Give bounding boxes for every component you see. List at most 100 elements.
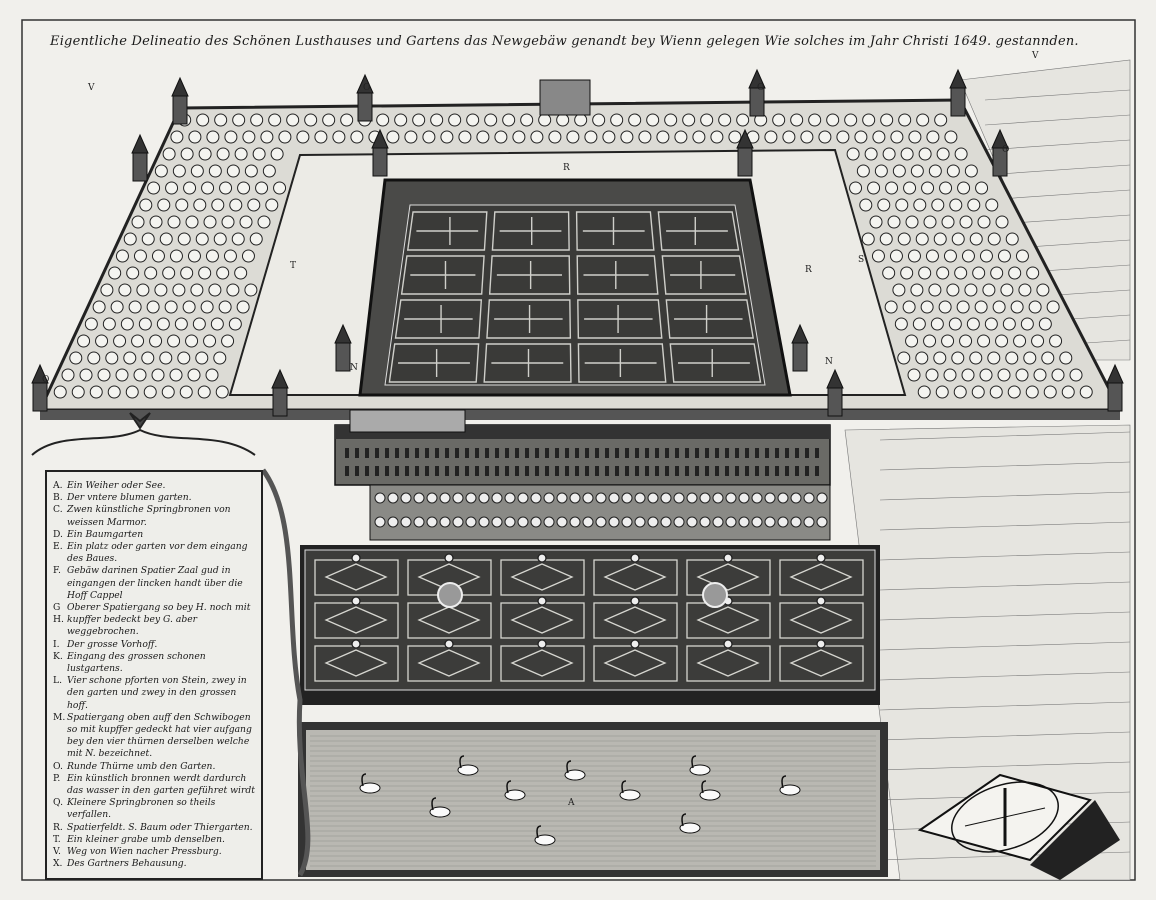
tree: [961, 368, 975, 382]
legend-key-letter: O.: [53, 760, 63, 772]
tree: [987, 232, 1001, 246]
tree: [413, 492, 425, 504]
tree: [255, 181, 269, 195]
tree: [925, 249, 939, 263]
tree: [1015, 368, 1029, 382]
legend-text: Ein Baumgarten: [67, 528, 144, 540]
tree: [234, 147, 248, 161]
tree: [162, 147, 176, 161]
map-letter: N: [825, 357, 833, 367]
tree: [910, 283, 924, 297]
tree: [1051, 368, 1065, 382]
tree: [156, 317, 170, 331]
tree: [923, 334, 937, 348]
tree: [803, 492, 815, 504]
tree: [628, 113, 642, 127]
legend-item: E.Ein platz oder garten vor dem eingang …: [53, 541, 257, 565]
tree: [188, 130, 202, 144]
tree: [213, 232, 227, 246]
tree: [180, 147, 194, 161]
tree: [92, 300, 106, 314]
tree: [1010, 300, 1024, 314]
tree: [682, 113, 696, 127]
tree: [941, 215, 955, 229]
tree: [210, 317, 224, 331]
tree: [964, 164, 978, 178]
tree: [634, 516, 646, 528]
tree: [987, 351, 1001, 365]
swan: [504, 789, 526, 801]
tree: [203, 215, 217, 229]
tree: [864, 147, 878, 161]
tree: [484, 113, 498, 127]
tree: [656, 130, 670, 144]
tree: [180, 266, 194, 280]
tree: [985, 198, 999, 212]
tree: [426, 516, 438, 528]
tree: [1049, 334, 1063, 348]
tree: [195, 351, 209, 365]
tree: [900, 147, 914, 161]
tree: [144, 266, 158, 280]
tree: [100, 283, 114, 297]
legend-key: A.Ein Weiher oder See.B.Der vntere blume…: [45, 470, 263, 880]
tree: [249, 232, 263, 246]
tree: [946, 283, 960, 297]
tree: [967, 198, 981, 212]
swan: [429, 806, 451, 818]
tree: [979, 249, 993, 263]
tree: [595, 492, 607, 504]
tree: [556, 516, 568, 528]
tree: [218, 300, 232, 314]
tree: [964, 283, 978, 297]
tree: [165, 181, 179, 195]
plate-border: [21, 19, 1136, 881]
swan: [619, 789, 641, 801]
legend-key-letter: G H.: [53, 602, 64, 626]
tree: [995, 334, 1009, 348]
tower: [32, 382, 48, 412]
tree: [574, 113, 588, 127]
tree: [185, 215, 199, 229]
tree: [304, 113, 318, 127]
swan: [564, 769, 586, 781]
tree: [889, 249, 903, 263]
tree: [504, 492, 516, 504]
legend-item: R.Spatierfeldt. S. Baum oder Thiergarten…: [53, 822, 257, 834]
tree: [494, 130, 508, 144]
tree: [296, 130, 310, 144]
tree: [826, 113, 840, 127]
tree: [777, 516, 789, 528]
tree: [566, 130, 580, 144]
tree: [925, 368, 939, 382]
tree: [592, 113, 606, 127]
tree: [738, 492, 750, 504]
tree: [200, 300, 214, 314]
tree: [61, 368, 75, 382]
tower: [372, 147, 388, 177]
tree: [1002, 317, 1016, 331]
tree: [934, 113, 948, 127]
tree: [219, 181, 233, 195]
legend-key-letter: P.: [53, 772, 61, 784]
tree: [910, 164, 924, 178]
tree: [928, 283, 942, 297]
tree: [971, 385, 985, 399]
pond: [306, 730, 880, 870]
tree: [1041, 351, 1055, 365]
tree: [854, 130, 868, 144]
tree: [131, 215, 145, 229]
parterre-bed: [406, 211, 488, 251]
fountain: [437, 582, 463, 608]
tree: [177, 232, 191, 246]
fountain: [702, 582, 728, 608]
tree: [686, 516, 698, 528]
tree: [984, 317, 998, 331]
tree: [1007, 385, 1021, 399]
tree: [620, 130, 634, 144]
tree: [138, 317, 152, 331]
tree: [97, 368, 111, 382]
tree: [71, 385, 85, 399]
tree: [439, 492, 451, 504]
legend-key-letter: D.: [53, 528, 63, 540]
